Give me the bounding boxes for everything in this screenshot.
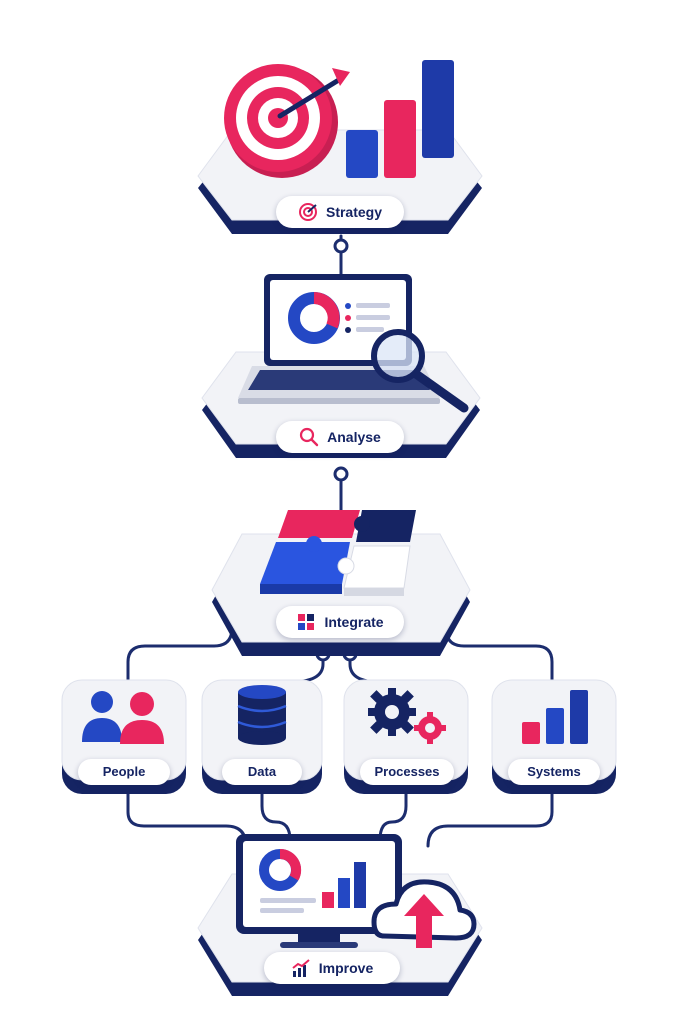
connector-integrate-people xyxy=(126,626,234,684)
label-integrate-text: Integrate xyxy=(324,614,384,630)
label-integrate[interactable]: Integrate xyxy=(276,606,404,638)
label-data[interactable]: Data xyxy=(222,759,302,785)
connector-node xyxy=(333,466,349,482)
label-improve[interactable]: Improve xyxy=(264,952,400,984)
monitor-cloud-illustration xyxy=(236,834,477,948)
label-processes-text: Processes xyxy=(374,764,440,779)
connector-data-improve xyxy=(260,788,292,842)
connector-people-improve xyxy=(126,788,248,848)
magnifier-icon xyxy=(300,427,319,447)
trend-chart-icon xyxy=(292,959,310,977)
database-icon xyxy=(237,685,287,745)
label-strategy[interactable]: Strategy xyxy=(276,196,404,228)
connector-node xyxy=(333,238,349,254)
label-strategy-text: Strategy xyxy=(325,204,383,220)
label-data-text: Data xyxy=(247,764,277,779)
label-systems-text: Systems xyxy=(527,764,581,779)
bar-chart-icon xyxy=(522,690,588,744)
puzzle-illustration xyxy=(260,510,416,596)
target-icon xyxy=(298,203,317,221)
connector-systems-improve xyxy=(426,788,554,848)
people-icon xyxy=(82,691,164,744)
connector-processes-improve xyxy=(378,788,408,842)
label-systems[interactable]: Systems xyxy=(508,759,600,785)
label-analyse[interactable]: Analyse xyxy=(276,421,404,453)
label-processes[interactable]: Processes xyxy=(360,759,454,785)
label-improve-text: Improve xyxy=(318,960,374,976)
laptop-illustration xyxy=(238,274,469,413)
label-analyse-text: Analyse xyxy=(327,429,381,445)
label-people-text: People xyxy=(102,764,146,779)
puzzle-icon xyxy=(298,614,315,630)
gears-icon xyxy=(368,688,446,744)
label-people[interactable]: People xyxy=(78,759,170,785)
target-illustration xyxy=(224,60,454,178)
